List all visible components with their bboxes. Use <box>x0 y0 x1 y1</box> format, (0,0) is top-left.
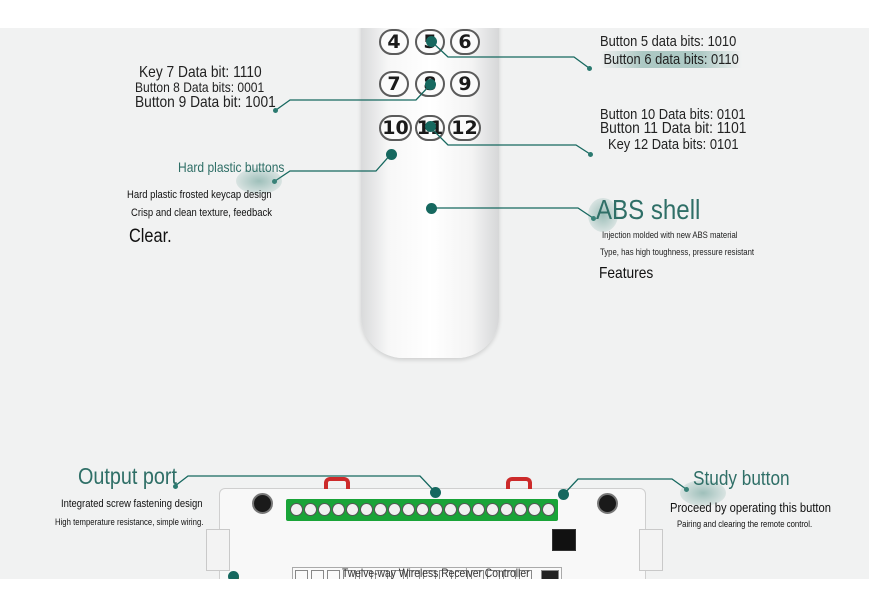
study-line-2: Pairing and clearing the remote control. <box>677 519 813 529</box>
callout-dot-study <box>558 489 569 500</box>
label-button10: Button 10 Data bits: 0101 <box>600 106 746 123</box>
abs-shell-title: ABS shell <box>596 194 701 225</box>
output-line-1: Integrated screw fastening design <box>61 498 203 510</box>
hard-plastic-title: Hard plastic buttons <box>178 159 285 175</box>
key-7: 7 <box>379 71 409 97</box>
mount-hole-left <box>252 493 273 514</box>
glow-buttons <box>236 168 282 194</box>
study-line-1: Proceed by operating this button <box>670 500 831 515</box>
mount-ear-left <box>206 529 230 571</box>
glow-study <box>680 480 726 506</box>
label-button5: Button 5 data bits: 1010 <box>600 33 737 50</box>
product-illustration: 4 5 6 7 8 9 10 11 12 <box>0 28 869 579</box>
label-key12: Key 12 Data bits: 0101 <box>608 136 739 153</box>
output-terminal-block <box>286 499 558 521</box>
key-4: 4 <box>379 29 409 55</box>
abs-line-3: Features <box>599 265 654 282</box>
callout-dot-output <box>430 487 441 498</box>
mount-ear-right <box>639 529 663 571</box>
study-button <box>552 529 576 551</box>
callout-dot-key11 <box>425 121 436 132</box>
hard-plastic-line-2: Crisp and clean texture, feedback <box>131 207 272 219</box>
key-9: 9 <box>450 71 480 97</box>
hard-plastic-line-3: Clear. <box>129 226 172 247</box>
callout-dot-shell <box>426 203 437 214</box>
callout-dot-key8 <box>425 79 436 90</box>
hard-plastic-line-1: Hard plastic frosted keycap design <box>127 189 272 201</box>
callout-dot-key5 <box>426 36 437 47</box>
terminal-label-strip <box>292 567 562 579</box>
output-line-2: High temperature resistance, simple wiri… <box>55 517 204 527</box>
label-button11: Button 11 Data bit: 1101 <box>600 120 747 137</box>
mount-hole-right <box>597 493 618 514</box>
output-port-title: Output port <box>78 463 177 489</box>
bottom-margin <box>0 579 869 609</box>
red-clip-right <box>506 477 532 489</box>
callout-dot-antenna <box>228 571 239 579</box>
label-button9: Button 9 Data bit: 1001 <box>135 94 276 111</box>
key-12: 12 <box>448 115 481 141</box>
key-10: 10 <box>379 115 412 141</box>
study-button-title: Study button <box>693 468 790 490</box>
callout-lines <box>174 41 687 496</box>
callout-dot-buttons <box>386 149 397 160</box>
label-button6: Button 6 data bits: 0110 <box>600 51 743 68</box>
label-button8: Button 8 Data bits: 0001 <box>135 79 265 95</box>
key-6: 6 <box>450 29 480 55</box>
label-key7: Key 7 Data bit: 1110 <box>139 64 262 81</box>
abs-line-2: Type, has high toughness, pressure resis… <box>600 247 755 257</box>
abs-line-1: Injection molded with new ABS material <box>602 230 738 240</box>
receiver-caption: Twelve-way Wireless Receiver Controller <box>342 566 530 579</box>
red-clip-left <box>324 477 350 489</box>
glow-shell <box>588 198 618 232</box>
